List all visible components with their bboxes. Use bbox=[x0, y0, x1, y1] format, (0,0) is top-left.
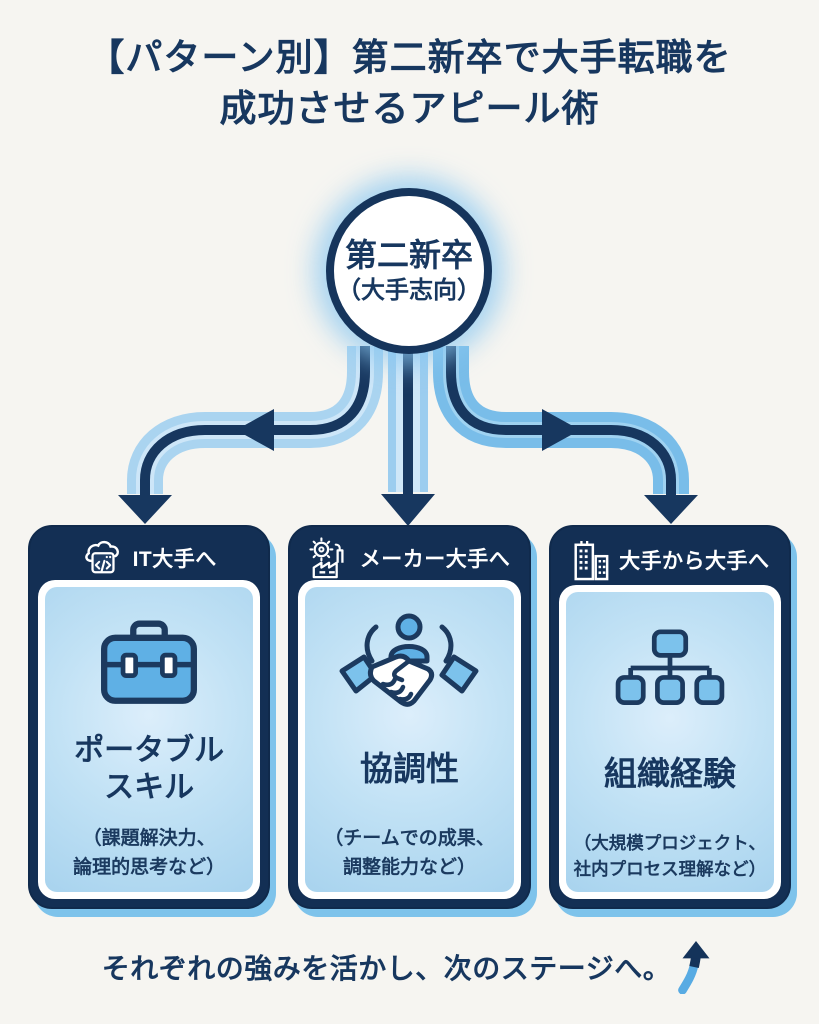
buildings-icon bbox=[574, 540, 609, 581]
root-node-name: 第二新卒 bbox=[344, 237, 473, 274]
card-major-subtitle-line1: （大規模プロジェクト、 bbox=[573, 832, 766, 853]
card-it-panel: ポータブル スキル （課題解決力、 論理的思考など） bbox=[45, 587, 254, 892]
page-title-line1: 【パターン別】第二新卒で大手転職を bbox=[87, 37, 732, 78]
pattern-cards-row: IT大手へ ポータブル スキル bbox=[28, 525, 791, 909]
card-major-title-line1: 組織経験 bbox=[603, 754, 736, 792]
card-it-header-label: IT大手へ bbox=[132, 547, 217, 571]
root-node-subtitle: （大手志向） bbox=[337, 276, 481, 304]
card-major-header: 大手から大手へ bbox=[559, 535, 781, 585]
arrowhead-center-down bbox=[381, 494, 435, 526]
org-chart-icon bbox=[615, 628, 725, 705]
card-major-icon-area bbox=[611, 612, 729, 724]
card-it-body: ポータブル スキル （課題解決力、 論理的思考など） bbox=[38, 580, 261, 899]
card-maker-subtitle-line2: 調整能力など） bbox=[342, 856, 476, 878]
card-maker-icon-area bbox=[334, 607, 484, 719]
card-it-title-line1: ポータブル bbox=[74, 733, 225, 767]
cloud-code-icon bbox=[84, 540, 119, 573]
arrow-line-left bbox=[140, 346, 370, 496]
card-maker-subtitle: （チームでの成果、 調整能力など） bbox=[324, 825, 494, 882]
arrowhead-right-mid bbox=[542, 409, 580, 451]
arrow-band-right bbox=[433, 346, 689, 494]
page-title-line2: 成功させるアピール術 bbox=[219, 88, 600, 130]
briefcase-icon bbox=[101, 620, 198, 704]
card-it-header: IT大手へ bbox=[38, 535, 260, 580]
page-title: 【パターン別】第二新卒で大手転職を 成功させるアピール術 bbox=[0, 32, 819, 134]
card-it-major: IT大手へ ポータブル スキル bbox=[28, 525, 271, 909]
card-it-subtitle-line2: 論理的思考など） bbox=[73, 856, 226, 878]
card-maker-header-label: メーカー大手へ bbox=[359, 547, 511, 571]
arrow-band-right-inner bbox=[443, 346, 679, 494]
arrow-line-right bbox=[446, 346, 676, 496]
gear-factory-icon bbox=[309, 536, 344, 578]
card-maker-title: 協調性 bbox=[360, 725, 459, 813]
card-maker-panel: 協調性 （チームでの成果、 調整能力など） bbox=[305, 587, 514, 892]
arrowhead-right-down bbox=[644, 495, 698, 524]
arrow-band-left bbox=[127, 346, 383, 494]
arrow-band-left-inner bbox=[136, 346, 374, 494]
card-major-subtitle-line2: 社内プロセス理解など） bbox=[573, 858, 767, 879]
root-node-second-new-grad: 第二新卒 （大手志向） bbox=[326, 188, 492, 354]
card-it-subtitle: （課題解決力、 論理的思考など） bbox=[73, 825, 225, 882]
card-maker-body: 協調性 （チームでの成果、 調整能力など） bbox=[298, 580, 521, 899]
card-maker-title-line1: 協調性 bbox=[359, 750, 459, 788]
arrowhead-left-down bbox=[118, 495, 172, 524]
card-maker-subtitle-line1: （チームでの成果、 bbox=[324, 828, 495, 849]
handshake-icon bbox=[339, 613, 479, 707]
card-it-icon-area bbox=[90, 607, 208, 719]
footer-text: それぞれの強みを活かし、次のステージへ。 bbox=[101, 953, 672, 984]
card-major-subtitle: （大規模プロジェクト、 社内プロセス理解など） bbox=[573, 830, 767, 883]
card-major-title: 組織経験 bbox=[604, 730, 736, 818]
curved-up-arrow-icon bbox=[678, 940, 710, 994]
card-maker-major: メーカー大手へ bbox=[288, 525, 531, 909]
arrowhead-left-mid bbox=[236, 409, 274, 451]
card-major-body: 組織経験 （大規模プロジェクト、 社内プロセス理解など） bbox=[558, 584, 781, 899]
card-major-to-major: 大手から大手へ 組織経験 bbox=[548, 525, 791, 909]
footer-message: それぞれの強みを活かし、次のステージへ。 bbox=[0, 940, 819, 994]
card-it-title: ポータブル スキル bbox=[74, 725, 224, 813]
card-major-panel: 組織経験 （大規模プロジェクト、 社内プロセス理解など） bbox=[565, 591, 774, 892]
card-it-title-line2: スキル bbox=[104, 771, 195, 804]
card-major-header-label: 大手から大手へ bbox=[619, 549, 770, 573]
card-it-subtitle-line1: （課題解決力、 bbox=[82, 828, 216, 849]
card-maker-header: メーカー大手へ bbox=[298, 535, 520, 580]
